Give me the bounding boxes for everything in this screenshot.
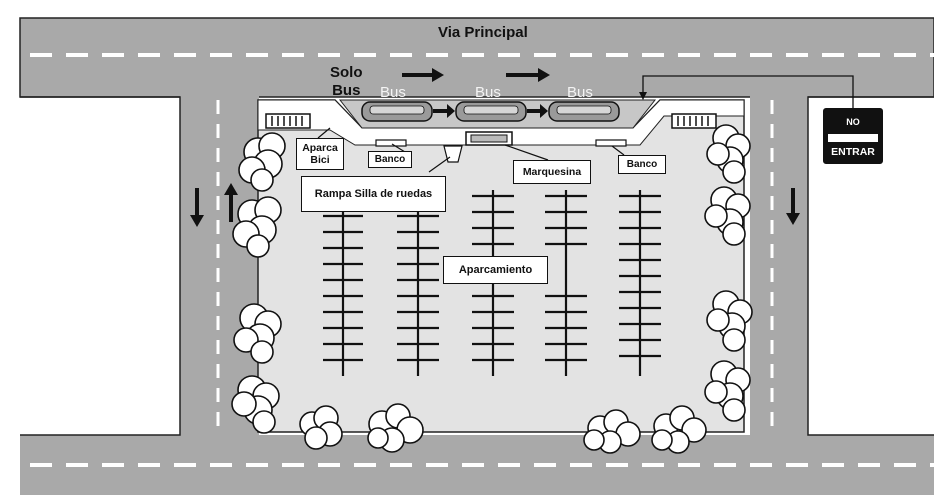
bike-rack-icon [671,113,717,129]
tree-icon [238,132,286,192]
tree-icon [299,405,343,450]
banco-right-label: Banco [618,155,666,174]
solo-bus-label: Solo Bus [330,64,363,99]
arrow-right-icon [433,104,455,118]
aparca-bici-label: Aparca Bici [296,138,344,170]
parking-stall-row [619,190,661,376]
bike-rack-icon [265,113,311,129]
sign-top-text: NO [846,117,860,127]
bus-icon [548,101,620,122]
sign-bottom-text: ENTRAR [831,146,875,158]
tree-icon [651,405,707,454]
arrow-right-icon [527,104,548,118]
tree-icon [706,124,751,184]
tree-icon [706,290,753,352]
bench-right [595,139,627,147]
bus-icon [361,101,433,122]
no-entry-sign-icon: NO ENTRAR [823,108,883,164]
main-road-title: Via Principal [438,24,528,41]
sign-pointer [642,75,854,108]
arrow-down-icon [190,188,204,227]
bus-label: Bus [380,84,406,101]
roads [19,17,934,495]
tree-icon [233,303,282,364]
tree-icon [367,403,424,453]
parking-stall-row [545,190,587,376]
bench-left [375,139,407,147]
arrow-right-icon [402,68,444,82]
rampa-label: Rampa Silla de ruedas [301,176,446,212]
aparcamiento-label: Aparcamiento [443,256,548,284]
tree-icon [704,360,751,422]
bus-label: Bus [567,84,593,101]
sign-bar [828,134,878,142]
banco-left-label: Banco [368,151,412,168]
tree-icon [704,186,751,246]
arrow-right-icon [506,68,550,82]
tree-icon [232,196,282,258]
bus-label: Bus [475,84,501,101]
right-road [750,96,808,436]
arrow-up-icon [224,183,238,222]
bus-icon [455,101,527,122]
arrow-down-icon [786,188,800,225]
tree-icon [583,409,641,454]
marquesina-label: Marquesina [513,160,591,184]
tree-icon [231,375,280,434]
main-road [19,17,934,98]
shelter [465,131,513,146]
